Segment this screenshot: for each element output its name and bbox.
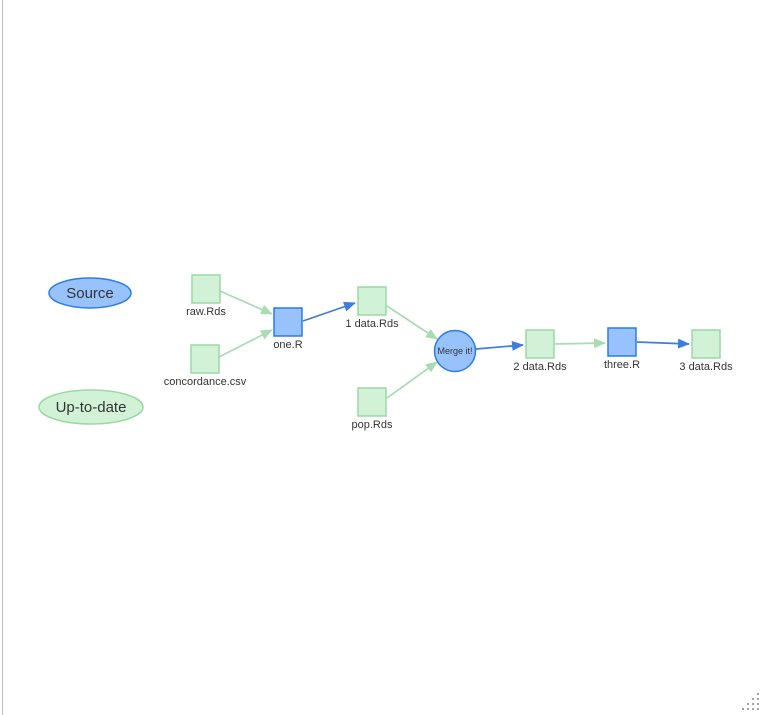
node-3-data-rds[interactable]: 3 data.Rds [679, 329, 733, 373]
source-legend-ellipse[interactable] [48, 277, 132, 309]
legend-source-label: Source [66, 285, 114, 302]
3-data-rds-square[interactable] [691, 329, 721, 359]
resize-grip-dots [742, 693, 759, 710]
edge-pop-rds-to-merge-it [386, 361, 438, 399]
node-one-r[interactable]: one.R [273, 307, 303, 351]
node-three-r[interactable]: three.R [604, 327, 640, 371]
raw-rds-label: raw.Rds [186, 306, 226, 318]
one-r-label: one.R [273, 339, 302, 351]
raw-rds-square[interactable] [191, 274, 221, 304]
concordance-csv-label: concordance.csv [164, 376, 247, 388]
node-merge-it[interactable]: Merge it! [433, 329, 477, 373]
one-r-square[interactable] [273, 307, 303, 337]
3-data-rds-label: 3 data.Rds [679, 361, 733, 373]
node-concordance-csv[interactable]: concordance.csv [164, 344, 247, 388]
2-data-rds-square[interactable] [525, 329, 555, 359]
edge-1-data-rds-to-merge-it [386, 305, 438, 340]
up-to-date-legend-ellipse[interactable] [38, 389, 144, 425]
edge-concordance-csv-to-one-r [218, 329, 273, 358]
legend-up-to-date-node[interactable]: Up-to-date [38, 389, 144, 425]
legend-source-node[interactable]: Source [48, 277, 132, 309]
merge-it-label: Merge it! [437, 346, 472, 356]
concordance-csv-square[interactable] [190, 344, 220, 374]
node-2-data-rds[interactable]: 2 data.Rds [513, 329, 567, 373]
2-data-rds-label: 2 data.Rds [513, 361, 567, 373]
edge-merge-it-to-2-data-rds [475, 340, 524, 351]
left-border-divider [2, 0, 3, 715]
pop-rds-square[interactable] [357, 387, 387, 417]
1-data-rds-label: 1 data.Rds [345, 318, 399, 330]
resize-grip-icon[interactable] [742, 693, 759, 710]
three-r-label: three.R [604, 359, 640, 371]
node-1-data-rds[interactable]: 1 data.Rds [345, 286, 399, 330]
1-data-rds-square[interactable] [357, 286, 387, 316]
legend-up-to-date-label: Up-to-date [56, 399, 127, 416]
pop-rds-label: pop.Rds [352, 419, 393, 431]
three-r-square[interactable] [607, 327, 637, 357]
merge-it-circle[interactable] [433, 329, 477, 373]
edge-raw-rds-to-one-r [219, 290, 273, 315]
edge-2-data-rds-to-three-r [554, 338, 606, 349]
node-raw-rds[interactable]: raw.Rds [186, 274, 226, 318]
node-pop-rds[interactable]: pop.Rds [352, 387, 393, 431]
edge-three-r-to-3-data-rds [636, 338, 690, 349]
edge-one-r-to-1-data-rds [302, 301, 356, 322]
